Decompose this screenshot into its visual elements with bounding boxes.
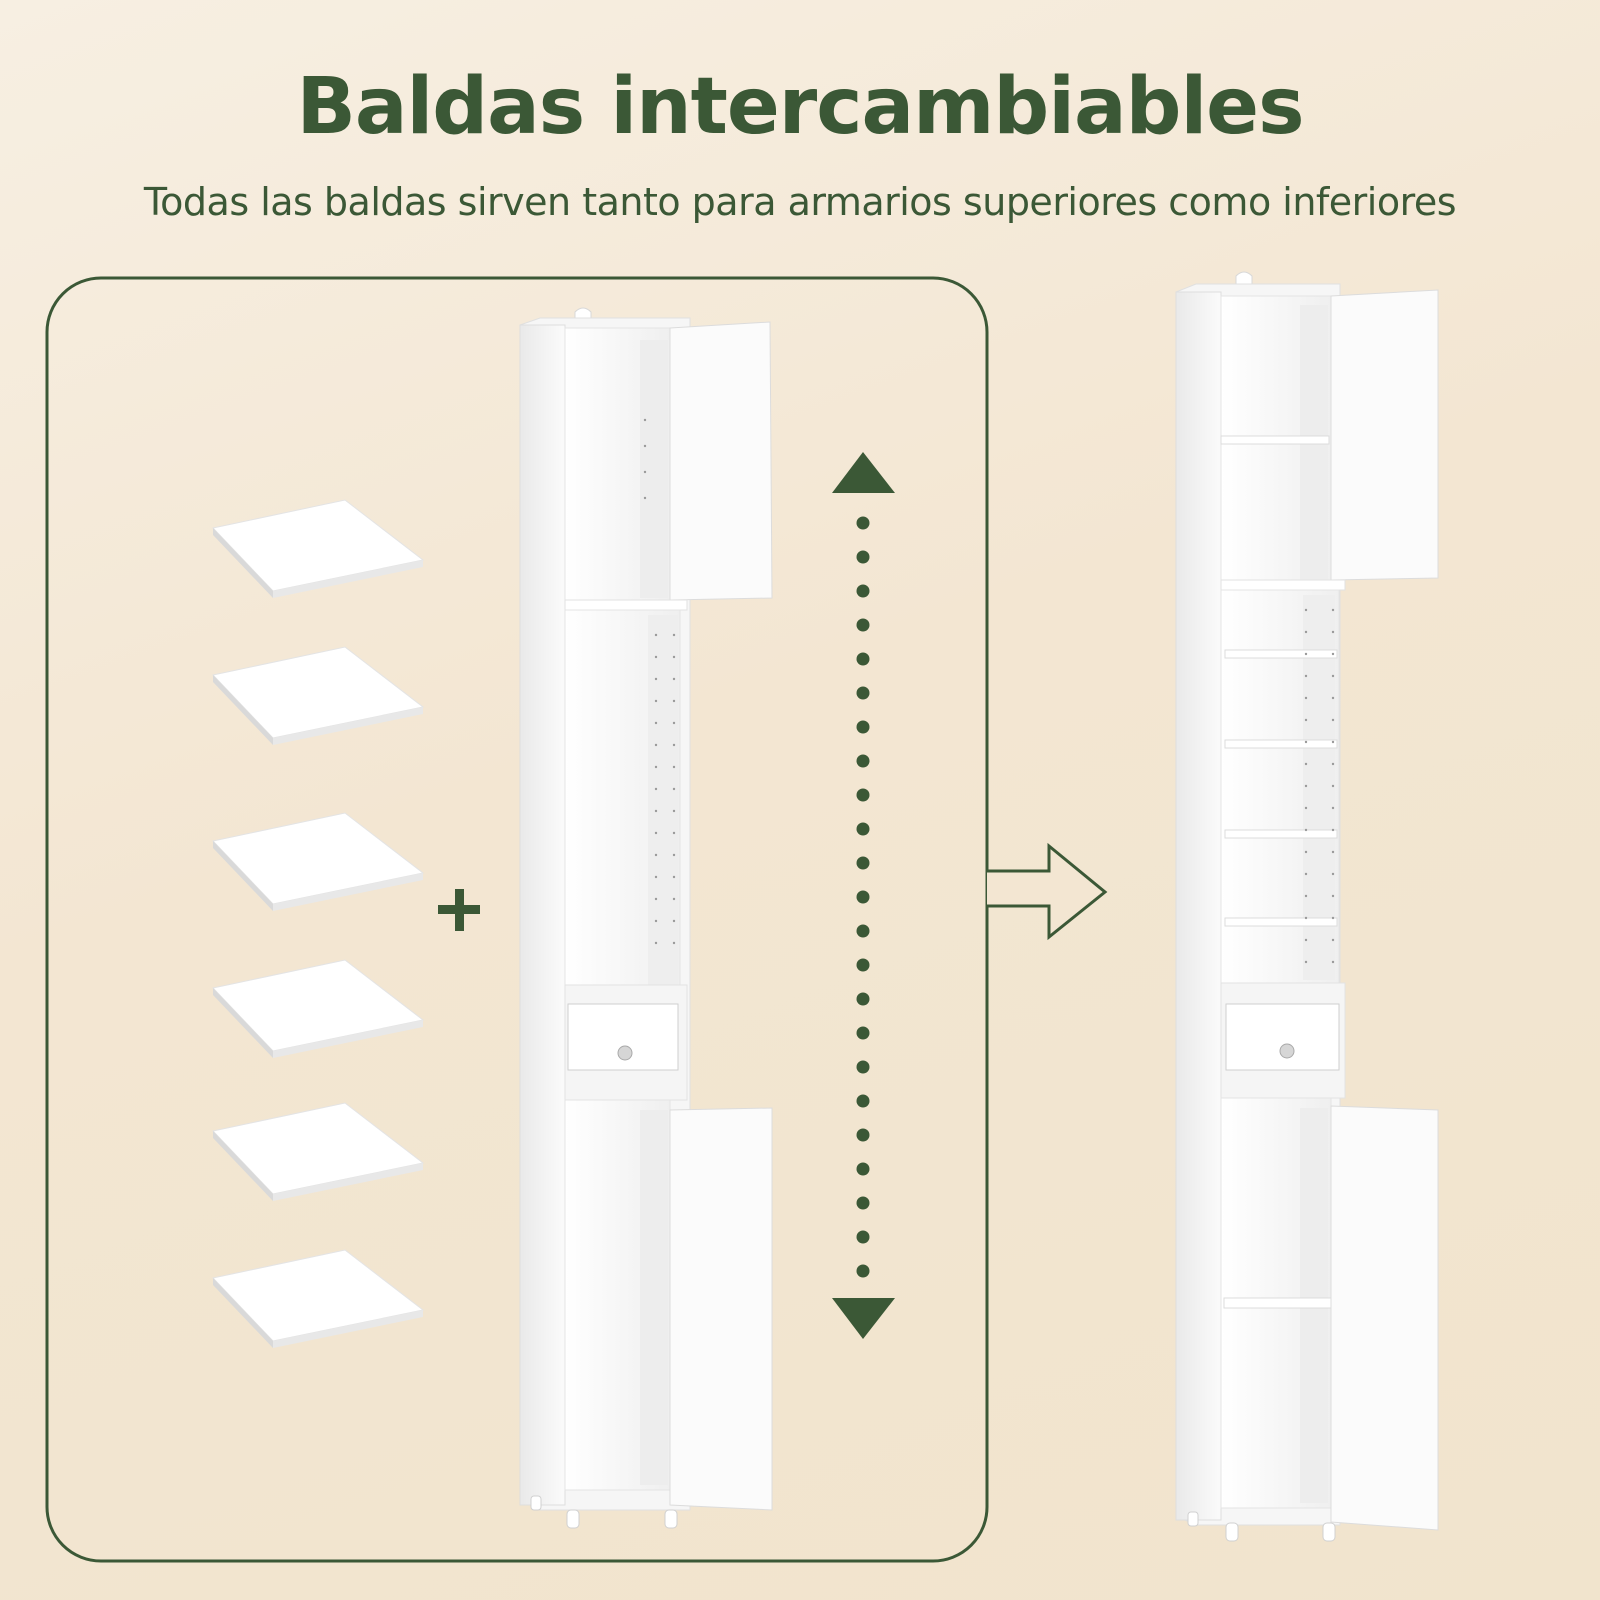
loose-shelf: [212, 1249, 425, 1348]
right-arrow-icon: [987, 842, 1108, 941]
loose-shelf: [212, 959, 425, 1058]
loose-shelf: [212, 646, 425, 745]
double-headed-dotted-arrow-icon: [832, 452, 895, 1339]
loose-shelf: [212, 499, 425, 598]
cabinet-before: [519, 307, 773, 1529]
page-title: Baldas intercambiables: [296, 62, 1304, 152]
plus-icon: [438, 889, 480, 931]
cabinet-after: [1175, 271, 1439, 1542]
page-subtitle: Todas las baldas sirven tanto para armar…: [143, 180, 1457, 224]
loose-shelf: [212, 1102, 425, 1201]
comparison-frame: [45, 276, 989, 1563]
loose-shelf: [212, 812, 425, 911]
loose-shelves-stack: [212, 499, 425, 1348]
